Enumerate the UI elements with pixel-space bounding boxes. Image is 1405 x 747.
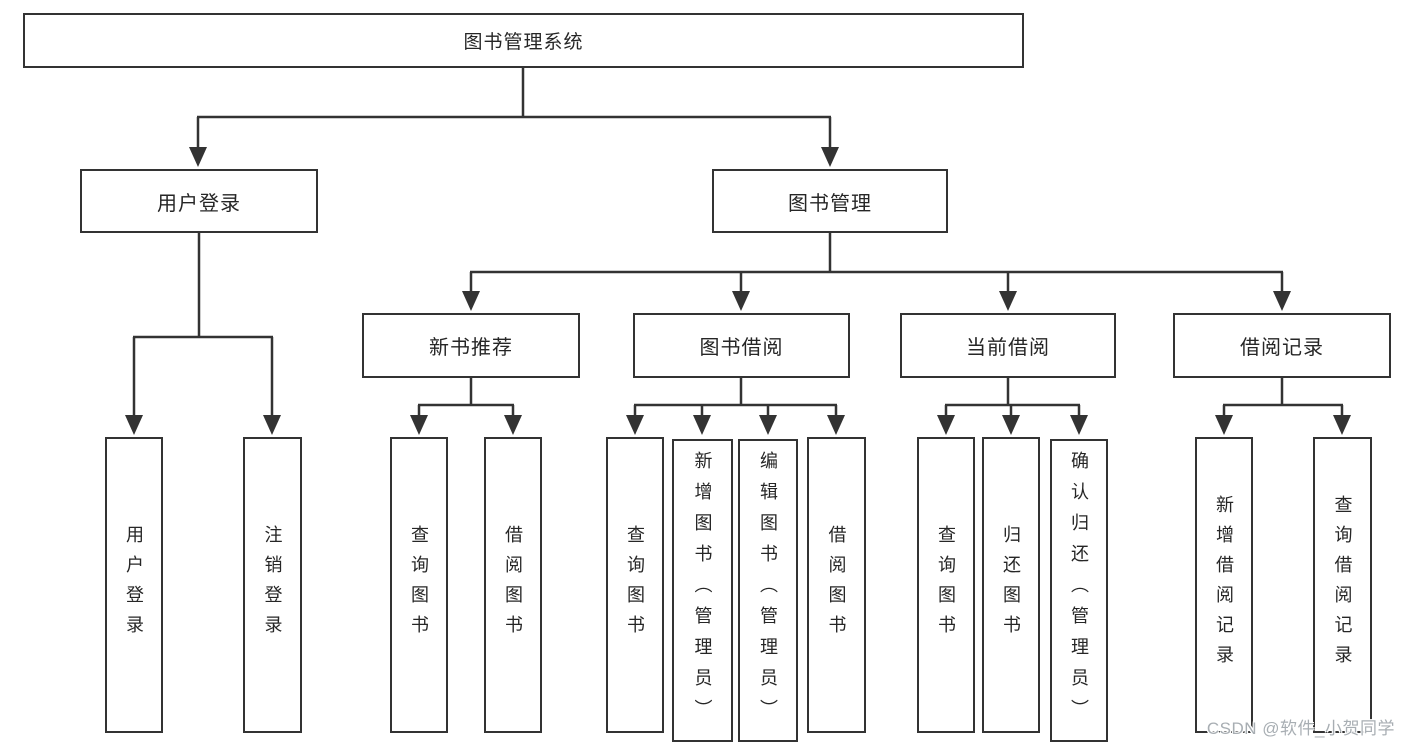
- node-label: 借阅图书: [503, 525, 523, 645]
- arrowhead-icon: [821, 147, 839, 167]
- arrowheads: [125, 147, 1351, 435]
- node-book-borrowing: 图书借阅: [633, 313, 850, 378]
- node-borrowing-records: 借阅记录: [1173, 313, 1391, 378]
- node-book-management-branch: 图书管理: [712, 169, 948, 233]
- leaf-query-books-3: 查询图书: [917, 437, 975, 733]
- arrowhead-icon: [759, 415, 777, 435]
- node-label: 当前借阅: [966, 337, 1050, 359]
- node-label: 归还图书: [1001, 525, 1021, 645]
- node-label: 新书推荐: [429, 337, 513, 359]
- leaf-borrow-books-1: 借阅图书: [484, 437, 542, 733]
- arrowhead-icon: [1273, 291, 1291, 311]
- leaf-query-books-2: 查询图书: [606, 437, 664, 733]
- arrowhead-icon: [1215, 415, 1233, 435]
- node-label: 借阅记录: [1240, 337, 1324, 359]
- node-label: 用户登录: [157, 192, 241, 215]
- leaf-logout: 注销登录: [243, 437, 302, 733]
- node-new-book-recommend: 新书推荐: [362, 313, 580, 378]
- leaf-user-login: 用户登录: [105, 437, 163, 733]
- node-root-system: 图书管理系统: [23, 13, 1024, 68]
- node-label: 查询图书: [936, 525, 956, 645]
- arrowhead-icon: [693, 415, 711, 435]
- node-label: 新增图书（管理员）: [692, 451, 713, 730]
- node-user-login-branch: 用户登录: [80, 169, 318, 233]
- leaf-add-borrow-record: 新增借阅记录: [1195, 437, 1253, 733]
- leaf-add-books-admin: 新增图书（管理员）: [672, 439, 733, 742]
- arrowhead-icon: [504, 415, 522, 435]
- arrowhead-icon: [1333, 415, 1351, 435]
- arrowhead-icon: [410, 415, 428, 435]
- leaf-borrow-books-2: 借阅图书: [807, 437, 866, 733]
- arrowhead-icon: [732, 291, 750, 311]
- leaf-query-books-1: 查询图书: [390, 437, 448, 733]
- node-current-borrowing: 当前借阅: [900, 313, 1116, 378]
- arrowhead-icon: [827, 415, 845, 435]
- node-label: 图书管理: [788, 192, 872, 215]
- node-label: 图书借阅: [699, 337, 784, 359]
- leaf-edit-books-admin: 编辑图书（管理员）: [738, 439, 798, 742]
- arrowhead-icon: [1070, 415, 1088, 435]
- node-label: 查询图书: [409, 525, 429, 645]
- arrowhead-icon: [125, 415, 143, 435]
- node-label: 查询借阅记录: [1332, 495, 1353, 675]
- leaf-query-borrow-record: 查询借阅记录: [1313, 437, 1372, 733]
- arrowhead-icon: [937, 415, 955, 435]
- node-label: 新增借阅记录: [1214, 495, 1234, 675]
- node-label: 用户登录: [124, 525, 144, 645]
- node-label: 编辑图书（管理员）: [758, 451, 778, 730]
- arrowhead-icon: [462, 291, 480, 311]
- arrowhead-icon: [626, 415, 644, 435]
- leaf-return-books: 归还图书: [982, 437, 1040, 733]
- leaf-confirm-return-admin: 确认归还（管理员）: [1050, 439, 1108, 742]
- node-label: 确认归还（管理员）: [1069, 451, 1089, 730]
- node-label: 图书管理系统: [463, 32, 584, 53]
- arrowhead-icon: [1002, 415, 1020, 435]
- node-label: 注销登录: [262, 525, 283, 645]
- node-label: 借阅图书: [826, 525, 847, 645]
- arrowhead-icon: [189, 147, 207, 167]
- node-label: 查询图书: [625, 525, 645, 645]
- csdn-watermark: CSDN @软件_小贺同学: [1206, 719, 1395, 738]
- arrowhead-icon: [999, 291, 1017, 311]
- arrowhead-icon: [263, 415, 281, 435]
